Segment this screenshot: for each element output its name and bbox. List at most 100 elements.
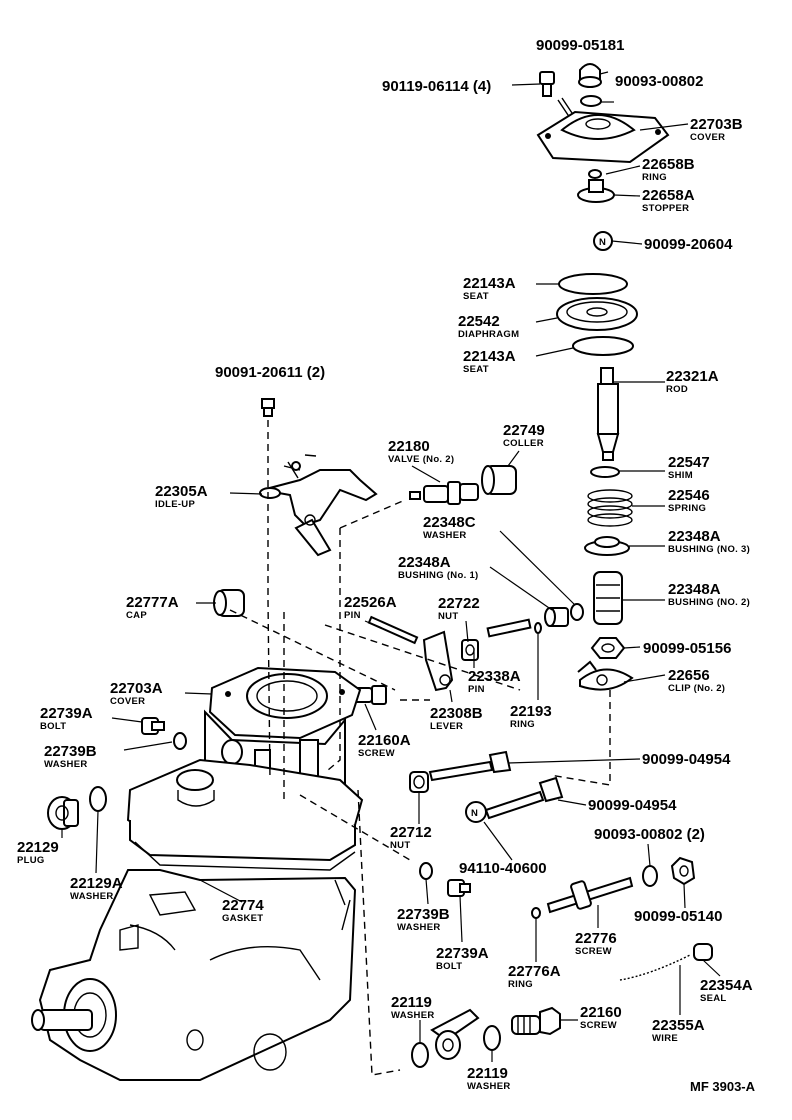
svg-text:22774: 22774 bbox=[222, 897, 264, 914]
pin-22338a-drawing bbox=[486, 618, 532, 638]
label-22739a-bolt-lower: 22739A BOLT bbox=[436, 945, 489, 972]
label-22143a-seat-lower: 22143A SEAT bbox=[463, 348, 516, 375]
svg-text:22119: 22119 bbox=[391, 994, 432, 1011]
label-22703a-cover: 22703A COVER bbox=[110, 680, 163, 707]
label-90093-00802-pair: 90093-00802 (2) bbox=[594, 826, 705, 843]
svg-text:90099-04954: 90099-04954 bbox=[588, 797, 677, 814]
svg-text:SCREW: SCREW bbox=[575, 946, 612, 957]
svg-text:22119: 22119 bbox=[467, 1065, 508, 1082]
svg-text:SHIM: SHIM bbox=[668, 470, 693, 481]
svg-text:22129: 22129 bbox=[17, 839, 59, 856]
label-22355a-wire: 22355A WIRE bbox=[652, 1017, 705, 1044]
label-22348a-bushing-no1: 22348A BUSHING (No. 1) bbox=[398, 554, 478, 581]
svg-text:90093-00802: 90093-00802 bbox=[615, 73, 703, 90]
svg-text:22776: 22776 bbox=[575, 930, 617, 947]
svg-text:22348A: 22348A bbox=[668, 581, 721, 598]
bolt-lower-drawing bbox=[447, 879, 471, 897]
pump-housing-drawing bbox=[126, 758, 364, 871]
svg-text:22703B: 22703B bbox=[690, 116, 743, 133]
stopper-drawing bbox=[577, 179, 615, 203]
svg-text:VALVE (No. 2): VALVE (No. 2) bbox=[388, 454, 454, 465]
cap-nut-drawing bbox=[578, 63, 602, 88]
svg-text:RING: RING bbox=[510, 719, 535, 730]
svg-text:90099-05181: 90099-05181 bbox=[536, 37, 624, 54]
label-22776a-ring: 22776A RING bbox=[508, 963, 561, 990]
spring-drawing bbox=[587, 489, 633, 527]
label-90099-05181: 90099-05181 bbox=[536, 37, 624, 54]
label-22703b-cover: 22703B COVER bbox=[690, 116, 743, 143]
washer-22119-right-drawing bbox=[483, 1025, 501, 1051]
plug-drawing bbox=[47, 796, 79, 830]
svg-text:22160: 22160 bbox=[580, 1004, 622, 1021]
svg-text:94110-40600: 94110-40600 bbox=[459, 860, 547, 877]
svg-text:WASHER: WASHER bbox=[44, 759, 88, 770]
svg-text:BUSHING (NO. 2): BUSHING (NO. 2) bbox=[668, 597, 750, 608]
svg-text:IDLE-UP: IDLE-UP bbox=[155, 499, 195, 510]
svg-text:SCREW: SCREW bbox=[358, 748, 395, 759]
plug-washer-drawing bbox=[89, 786, 107, 812]
washer-pair-drawing bbox=[642, 865, 658, 887]
label-22526a-pin: 22526A PIN bbox=[344, 594, 397, 621]
svg-text:SEAT: SEAT bbox=[463, 291, 489, 302]
screw-22160-drawing bbox=[511, 1006, 561, 1036]
svg-text:90119-06114 (4): 90119-06114 (4) bbox=[382, 78, 491, 95]
lock-nut-drawing bbox=[590, 637, 626, 659]
svg-text:SPRING: SPRING bbox=[668, 503, 706, 514]
label-22777a-cap: 22777A CAP bbox=[126, 594, 179, 621]
svg-text:90099-04954: 90099-04954 bbox=[642, 751, 731, 768]
rod-drawing bbox=[596, 367, 620, 461]
svg-text:22348A: 22348A bbox=[668, 528, 721, 545]
washer-drawing bbox=[580, 95, 602, 107]
svg-text:LEVER: LEVER bbox=[430, 721, 463, 732]
lower-seat-drawing bbox=[572, 336, 634, 356]
washer-lower-drawing bbox=[419, 862, 433, 880]
label-22712-nut: 22712 NUT bbox=[390, 824, 432, 851]
label-22776-screw: 22776 SCREW bbox=[575, 930, 617, 957]
bushing-no1-drawing bbox=[544, 607, 569, 627]
svg-text:SEAL: SEAL bbox=[700, 993, 727, 1004]
svg-text:22348A: 22348A bbox=[398, 554, 451, 571]
svg-text:22526A: 22526A bbox=[344, 594, 397, 611]
svg-text:BOLT: BOLT bbox=[436, 961, 462, 972]
leader-lines bbox=[61, 71, 721, 1062]
label-22193-ring: 22193 RING bbox=[510, 703, 552, 730]
svg-text:WASHER: WASHER bbox=[423, 530, 467, 541]
svg-text:22546: 22546 bbox=[668, 487, 710, 504]
nut-drawing: N bbox=[593, 231, 613, 251]
svg-text:PIN: PIN bbox=[344, 610, 361, 621]
svg-text:WASHER: WASHER bbox=[467, 1081, 511, 1092]
svg-text:PIN: PIN bbox=[468, 684, 485, 695]
label-22348c-washer: 22348C WASHER bbox=[423, 514, 476, 541]
svg-text:COVER: COVER bbox=[690, 132, 725, 143]
label-90093-00802: 90093-00802 bbox=[615, 73, 703, 90]
label-22658b-ring: 22658B RING bbox=[642, 156, 695, 183]
svg-text:CAP: CAP bbox=[126, 610, 147, 621]
nut-22722-drawing bbox=[461, 639, 479, 661]
svg-text:22739A: 22739A bbox=[40, 705, 93, 722]
svg-text:22749: 22749 bbox=[503, 422, 545, 439]
bushing-no2-drawing bbox=[593, 571, 623, 625]
label-22338a-pin: 22338A PIN bbox=[468, 668, 521, 695]
label-22547-shim: 22547 SHIM bbox=[668, 454, 710, 481]
svg-text:CLIP (No. 2): CLIP (No. 2) bbox=[668, 683, 725, 694]
svg-text:90093-00802 (2): 90093-00802 (2) bbox=[594, 826, 705, 843]
screw-22776-drawing bbox=[546, 876, 634, 914]
svg-text:90091-20611 (2): 90091-20611 (2) bbox=[215, 364, 325, 381]
svg-text:22739B: 22739B bbox=[397, 906, 450, 923]
nut-94110-drawing: N bbox=[465, 801, 487, 823]
label-22119-washer-left: 22119 WASHER bbox=[391, 994, 434, 1021]
label-22119-washer-right: 22119 WASHER bbox=[467, 1065, 511, 1092]
label-22658a-stopper: 22658A STOPPER bbox=[642, 187, 695, 214]
bolt-left-drawing bbox=[141, 717, 165, 735]
ring-drawing bbox=[588, 169, 602, 179]
banjo-fitting-drawing bbox=[430, 1008, 480, 1060]
svg-text:COLLER: COLLER bbox=[503, 438, 544, 449]
clip-drawing bbox=[577, 660, 634, 691]
label-90099-20604: 90099-20604 bbox=[644, 236, 733, 253]
svg-text:22547: 22547 bbox=[668, 454, 710, 471]
svg-text:22656: 22656 bbox=[668, 667, 710, 684]
label-90099-05140: 90099-05140 bbox=[634, 908, 722, 925]
label-22143a-seat-upper: 22143A SEAT bbox=[463, 275, 516, 302]
svg-text:PLUG: PLUG bbox=[17, 855, 45, 866]
